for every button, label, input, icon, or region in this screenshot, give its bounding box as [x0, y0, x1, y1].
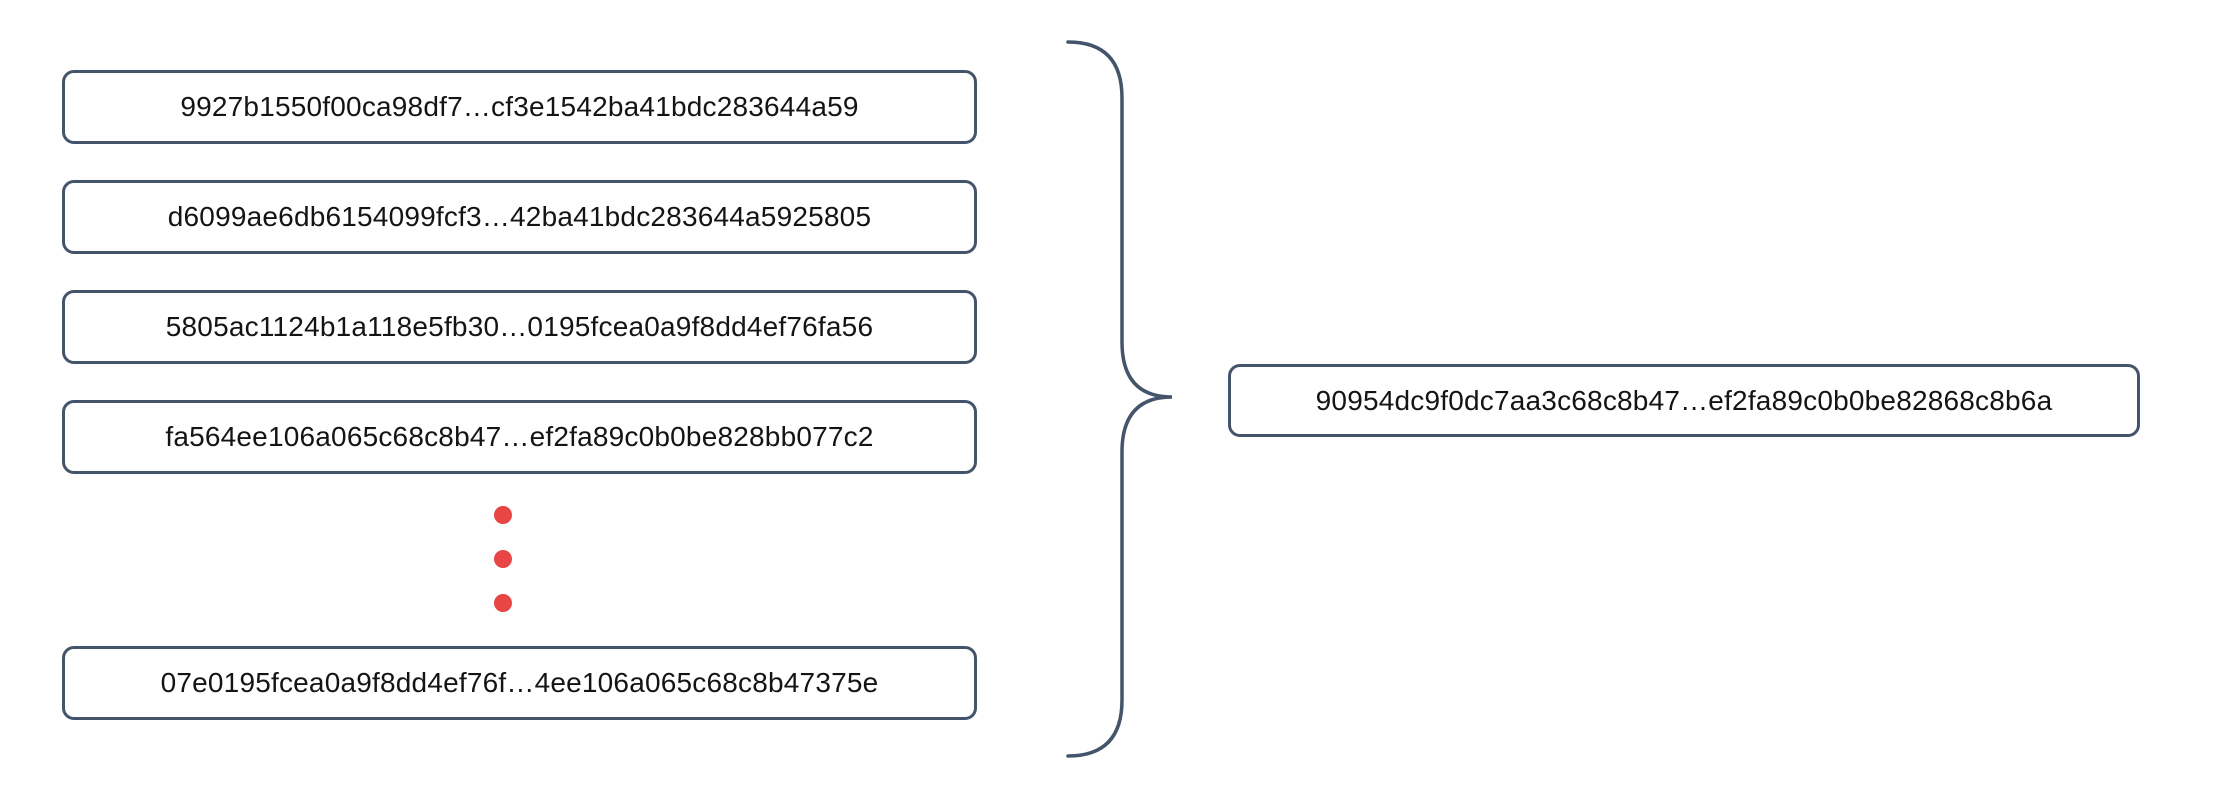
hash-block-2-label: d6099ae6db6154099fcf3…42ba41bdc283644a59… — [167, 201, 872, 232]
hash-block-5: 07e0195fcea0a9f8dd4ef76f…4ee106a065c68c8… — [62, 646, 977, 720]
hash-block-2: d6099ae6db6154099fcf3…42ba41bdc283644a59… — [62, 180, 977, 254]
hash-block-1-label: 9927b1550f00ca98df7…cf3e1542ba41bdc28364… — [180, 91, 859, 122]
ellipsis-dot — [494, 550, 512, 568]
hash-block-4: fa564ee106a065c68c8b47…ef2fa89c0b0be828b… — [62, 400, 977, 474]
hash-block-1: 9927b1550f00ca98df7…cf3e1542ba41bdc28364… — [62, 70, 977, 144]
hash-block-5-label: 07e0195fcea0a9f8dd4ef76f…4ee106a065c68c8… — [160, 667, 879, 698]
result-hash-block: 90954dc9f0dc7aa3c68c8b47…ef2fa89c0b0be82… — [1228, 364, 2140, 437]
curly-brace-icon — [1066, 40, 1173, 758]
result-hash-label: 90954dc9f0dc7aa3c68c8b47…ef2fa89c0b0be82… — [1315, 384, 2053, 416]
vertical-ellipsis — [494, 506, 512, 612]
hash-block-3-label: 5805ac1124b1a118e5fb30…0195fcea0a9f8dd4e… — [165, 311, 874, 342]
hash-block-3: 5805ac1124b1a118e5fb30…0195fcea0a9f8dd4e… — [62, 290, 977, 364]
hash-block-4-label: fa564ee106a065c68c8b47…ef2fa89c0b0be828b… — [165, 421, 874, 452]
ellipsis-dot — [494, 506, 512, 524]
ellipsis-dot — [494, 594, 512, 612]
